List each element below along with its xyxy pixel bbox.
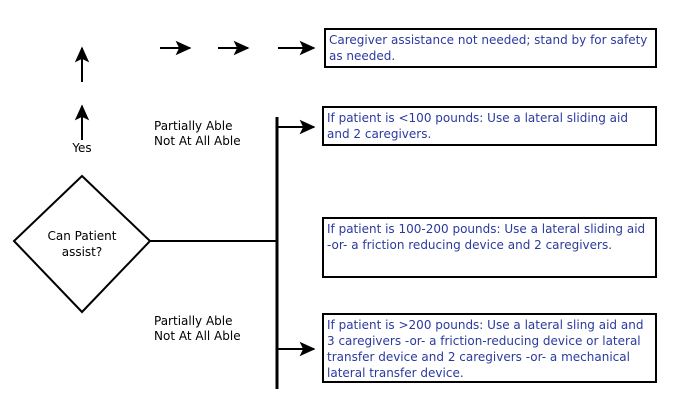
yes-label: Yes [72,141,92,155]
outcome-box-over-200-pounds: If patient is >200 pounds: Use a lateral… [322,313,657,383]
outcome-box-no-assistance: Caregiver assistance not needed; stand b… [324,28,657,68]
partially-able-label-top: Partially Able Not At All Able [154,119,241,148]
decision-diamond [12,174,152,314]
outcome-box-under-100-pounds: If patient is <100 pounds: Use a lateral… [322,106,657,146]
decision-question: Can Patient assist? [47,229,117,259]
partially-able-label-bottom: Partially Able Not At All Able [154,314,241,343]
outcome-box-100-200-pounds: If patient is 100-200 pounds: Use a late… [322,217,657,278]
